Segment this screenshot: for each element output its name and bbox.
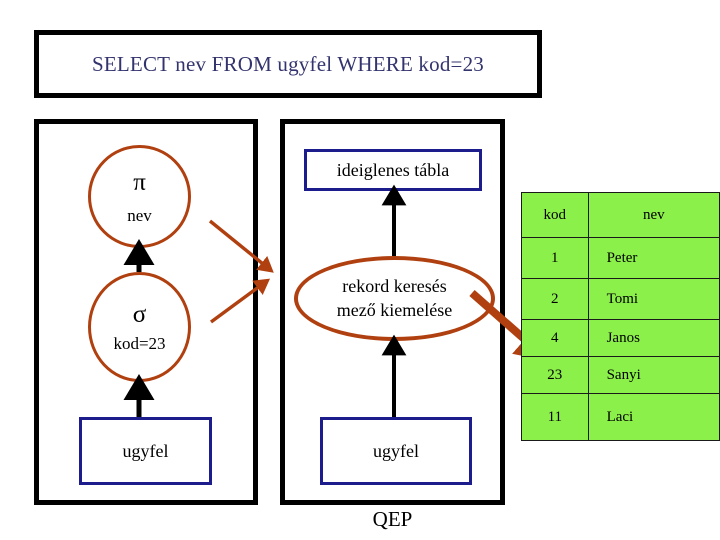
table-row: 4 Janos bbox=[521, 319, 720, 357]
projection-operator-node: π nev bbox=[88, 145, 191, 248]
table-row: 11 Laci bbox=[521, 393, 720, 441]
column-header-kod: kod bbox=[521, 192, 589, 238]
selection-operator-node: σ kod=23 bbox=[88, 272, 191, 382]
table-header-row: kod nev bbox=[521, 192, 720, 238]
relation-box-ugyfel-logical: ugyfel bbox=[79, 417, 212, 485]
table-row-highlighted: 23 Sanyi bbox=[521, 356, 720, 394]
column-header-nev: nev bbox=[587, 192, 720, 238]
cell-nev: Peter bbox=[587, 237, 720, 279]
cell-nev: Janos bbox=[587, 319, 720, 357]
ugyfel-data-table: kod nev 1 Peter 2 Tomi 4 Janos 23 Sanyi bbox=[521, 192, 720, 441]
projection-attribute: nev bbox=[127, 205, 152, 225]
qep-caption: QEP bbox=[372, 507, 413, 531]
pi-symbol: π bbox=[133, 168, 146, 196]
cell-nev: Sanyi bbox=[587, 356, 720, 394]
temporary-table-box: ideiglenes tábla bbox=[304, 149, 482, 191]
sql-query-box: SELECT nev FROM ugyfel WHERE kod=23 bbox=[34, 30, 542, 98]
cell-nev: Laci bbox=[587, 393, 720, 441]
sql-query-text: SELECT nev FROM ugyfel WHERE kod=23 bbox=[92, 51, 484, 76]
cell-kod: 23 bbox=[521, 356, 589, 394]
sigma-symbol: σ bbox=[132, 301, 147, 328]
relation-box-ugyfel-physical: ugyfel bbox=[320, 417, 472, 485]
cell-kod: 11 bbox=[521, 393, 589, 441]
selection-predicate: kod=23 bbox=[113, 334, 166, 353]
cell-kod: 4 bbox=[521, 319, 589, 357]
access-method-line-2: mező kiemelése bbox=[336, 299, 453, 320]
cell-kod: 1 bbox=[521, 237, 589, 279]
access-method-line-1: rekord keresés bbox=[342, 276, 447, 297]
table-row: 1 Peter bbox=[521, 237, 720, 279]
cell-nev: Tomi bbox=[587, 278, 720, 320]
access-method-node: rekord keresés mező kiemelése bbox=[294, 256, 495, 341]
table-row: 2 Tomi bbox=[521, 278, 720, 320]
cell-kod: 2 bbox=[521, 278, 589, 320]
